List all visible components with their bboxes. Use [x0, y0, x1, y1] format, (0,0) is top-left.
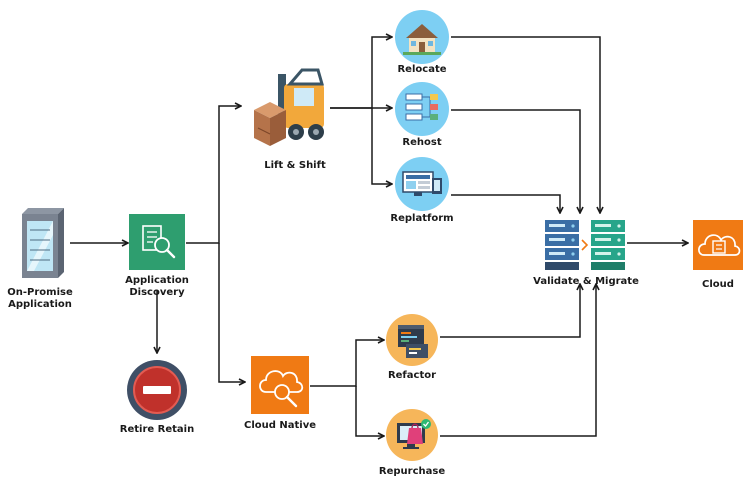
repurchase-label: Repurchase	[378, 466, 446, 477]
forklift-icon	[254, 68, 324, 146]
arrow-rehost-validate	[451, 109, 580, 213]
replatform-label: Replatform	[390, 213, 454, 224]
rehost-label: Rehost	[402, 137, 442, 148]
cloud-native-label: Cloud Native	[243, 420, 317, 431]
server-tree-icon	[395, 82, 449, 136]
discovery-label: Application Discovery	[112, 275, 202, 299]
relocate-label: Relocate	[397, 64, 447, 75]
arrow-replatform-validate	[451, 194, 560, 213]
on-premise-label-line2: Application	[8, 299, 72, 310]
refactor-label: Refactor	[387, 370, 437, 381]
monitor-icon	[395, 157, 449, 211]
shopping-bag-icon	[386, 409, 438, 461]
server-pair-icon	[545, 220, 625, 270]
retire-label: Retire Retain	[119, 424, 195, 435]
code-window-icon	[386, 314, 438, 366]
cloud-search-icon	[251, 356, 309, 414]
arrow-repurchase-validate	[440, 284, 596, 437]
arrow-discovery-liftshift	[186, 106, 241, 244]
cloud-label: Cloud	[702, 279, 734, 290]
validate-label: Validate & Migrate	[533, 276, 639, 287]
no-entry-icon	[127, 360, 187, 420]
server-rack-icon	[22, 208, 64, 278]
connector-lines	[70, 37, 688, 436]
arrow-refactor-validate	[440, 284, 580, 338]
on-premise-label-line1: On-Promise	[7, 287, 73, 298]
discovery-label-line2: Discovery	[129, 287, 185, 298]
arrow-cloudnative-repurchase	[355, 386, 384, 436]
arrow-discovery-cloudnative	[218, 243, 245, 382]
cloud-server-icon	[693, 220, 743, 270]
magnifier-document-icon	[129, 214, 185, 270]
discovery-label-line1: Application	[125, 275, 189, 286]
arrow-liftshift-replatform	[371, 108, 392, 184]
on-premise-label: On-Promise Application	[0, 287, 85, 311]
arrow-relocate-validate	[451, 36, 600, 213]
house-icon	[395, 10, 449, 64]
arrow-cloudnative-refactor	[310, 340, 384, 387]
lift-shift-label: Lift & Shift	[264, 160, 326, 171]
